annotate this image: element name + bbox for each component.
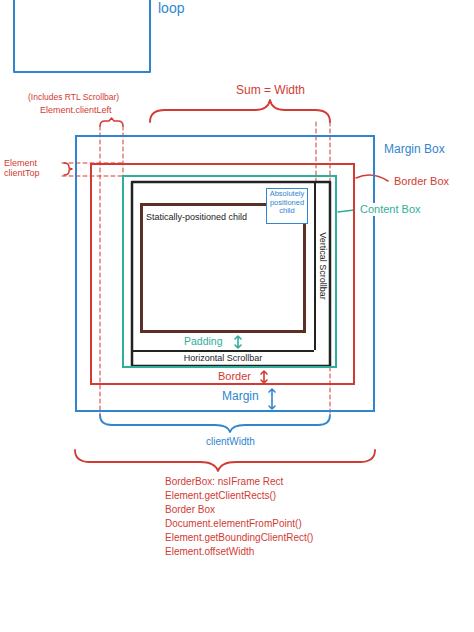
border-box: Statically-positioned child Absolutely po…	[90, 163, 355, 385]
box-label: Content Box	[358, 203, 423, 216]
property-name: clientWidth	[206, 436, 255, 448]
horizontal-scrollbar: Horizontal Scrollbar	[132, 350, 314, 366]
client-top-bracket	[64, 163, 72, 175]
client-width-bracket	[100, 415, 330, 432]
box-title: Statically-positioned child	[146, 212, 247, 222]
box-label: Border Box	[392, 175, 451, 188]
box-title: Absolutely positioned child	[267, 189, 307, 217]
property-name: Element.clientLeft	[40, 105, 112, 115]
scrollbar-label: Vertical Scrollbar	[318, 232, 328, 300]
sum-note: Sum = Width	[236, 84, 305, 98]
corner-note: loop	[158, 0, 184, 16]
sum-bracket	[150, 100, 330, 122]
absolute-child-box: Absolutely positioned child	[266, 188, 308, 224]
border-arrow	[261, 371, 267, 383]
area-label: Margin	[222, 390, 259, 404]
guide-line	[62, 176, 124, 177]
api-list-item: Element.getBoundingClientRect()	[165, 532, 313, 544]
vertical-scrollbar: Vertical Scrollbar	[314, 182, 330, 350]
content-box: Statically-positioned child Absolutely po…	[122, 175, 337, 368]
box-label: Margin Box	[382, 143, 447, 157]
area-label: Padding	[184, 335, 223, 347]
margin-arrow	[269, 389, 275, 409]
padding-arrow	[235, 336, 241, 348]
corner-frame	[14, 0, 150, 72]
api-list-item: Element.getClientRects()	[165, 490, 276, 502]
dashed-guides	[62, 122, 330, 415]
border-box-bracket	[75, 450, 375, 471]
guide-line	[316, 122, 317, 183]
scroll-container-outline	[132, 182, 330, 366]
scrollbar-label: Horizontal Scrollbar	[132, 352, 314, 364]
guide-line	[100, 126, 101, 415]
client-left-bracket	[100, 118, 123, 126]
property-name: Element clientTop	[4, 158, 60, 179]
note: (Includes RTL Scrollbar)	[28, 93, 119, 103]
api-list-item: Document.elementFromPoint()	[165, 518, 302, 530]
api-list-item: BorderBox: nsIFrame Rect	[165, 476, 283, 488]
api-list-item: Element.offsetWidth	[165, 546, 254, 558]
leader-line	[356, 175, 388, 181]
leader-line	[338, 210, 354, 212]
guide-line	[123, 126, 124, 176]
area-label: Border	[218, 370, 251, 383]
api-list-item: Border Box	[165, 504, 215, 516]
